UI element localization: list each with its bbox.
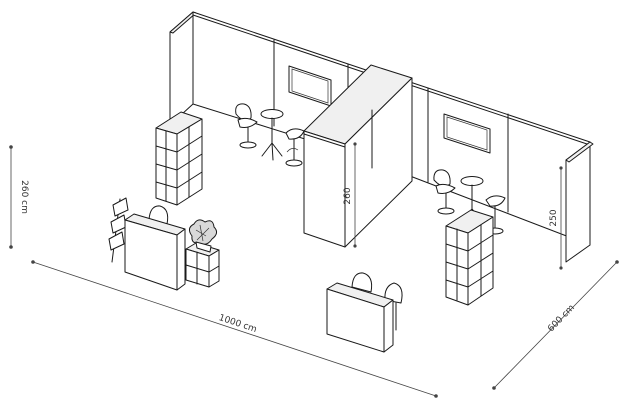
wall-picture-right bbox=[443, 113, 491, 154]
dimension-label-column-height: 260 bbox=[343, 187, 353, 204]
central-column bbox=[303, 64, 413, 248]
dimension-column-height: 260 bbox=[343, 142, 357, 248]
side-cabinet-with-plant bbox=[185, 219, 220, 288]
stool-right-counter-2 bbox=[384, 282, 403, 331]
reception-counter-right bbox=[326, 282, 394, 353]
chair-right-1 bbox=[433, 169, 456, 215]
dimension-height-left: 260 cm bbox=[9, 145, 29, 249]
reception-counter-left bbox=[124, 213, 186, 291]
shelf-unit-right bbox=[445, 209, 494, 306]
dimension-label-right-wall-height: 250 bbox=[549, 209, 559, 226]
chair-left-2 bbox=[285, 128, 305, 167]
bar-table-left bbox=[260, 109, 284, 161]
brochure-stand bbox=[108, 197, 129, 263]
dimension-label-length: 1000 cm bbox=[217, 313, 258, 335]
shelf-unit-left bbox=[155, 111, 203, 206]
stool-right-counter-1 bbox=[351, 272, 373, 293]
dimension-right-wall-height: 250 bbox=[549, 166, 563, 270]
side-wall-right bbox=[565, 141, 594, 263]
dimension-label-depth: 600 cm bbox=[546, 303, 577, 334]
chair-left-1 bbox=[235, 103, 258, 149]
dimension-depth: 600 cm bbox=[492, 260, 619, 390]
dimension-label-wall-height: 260 cm bbox=[19, 180, 29, 214]
